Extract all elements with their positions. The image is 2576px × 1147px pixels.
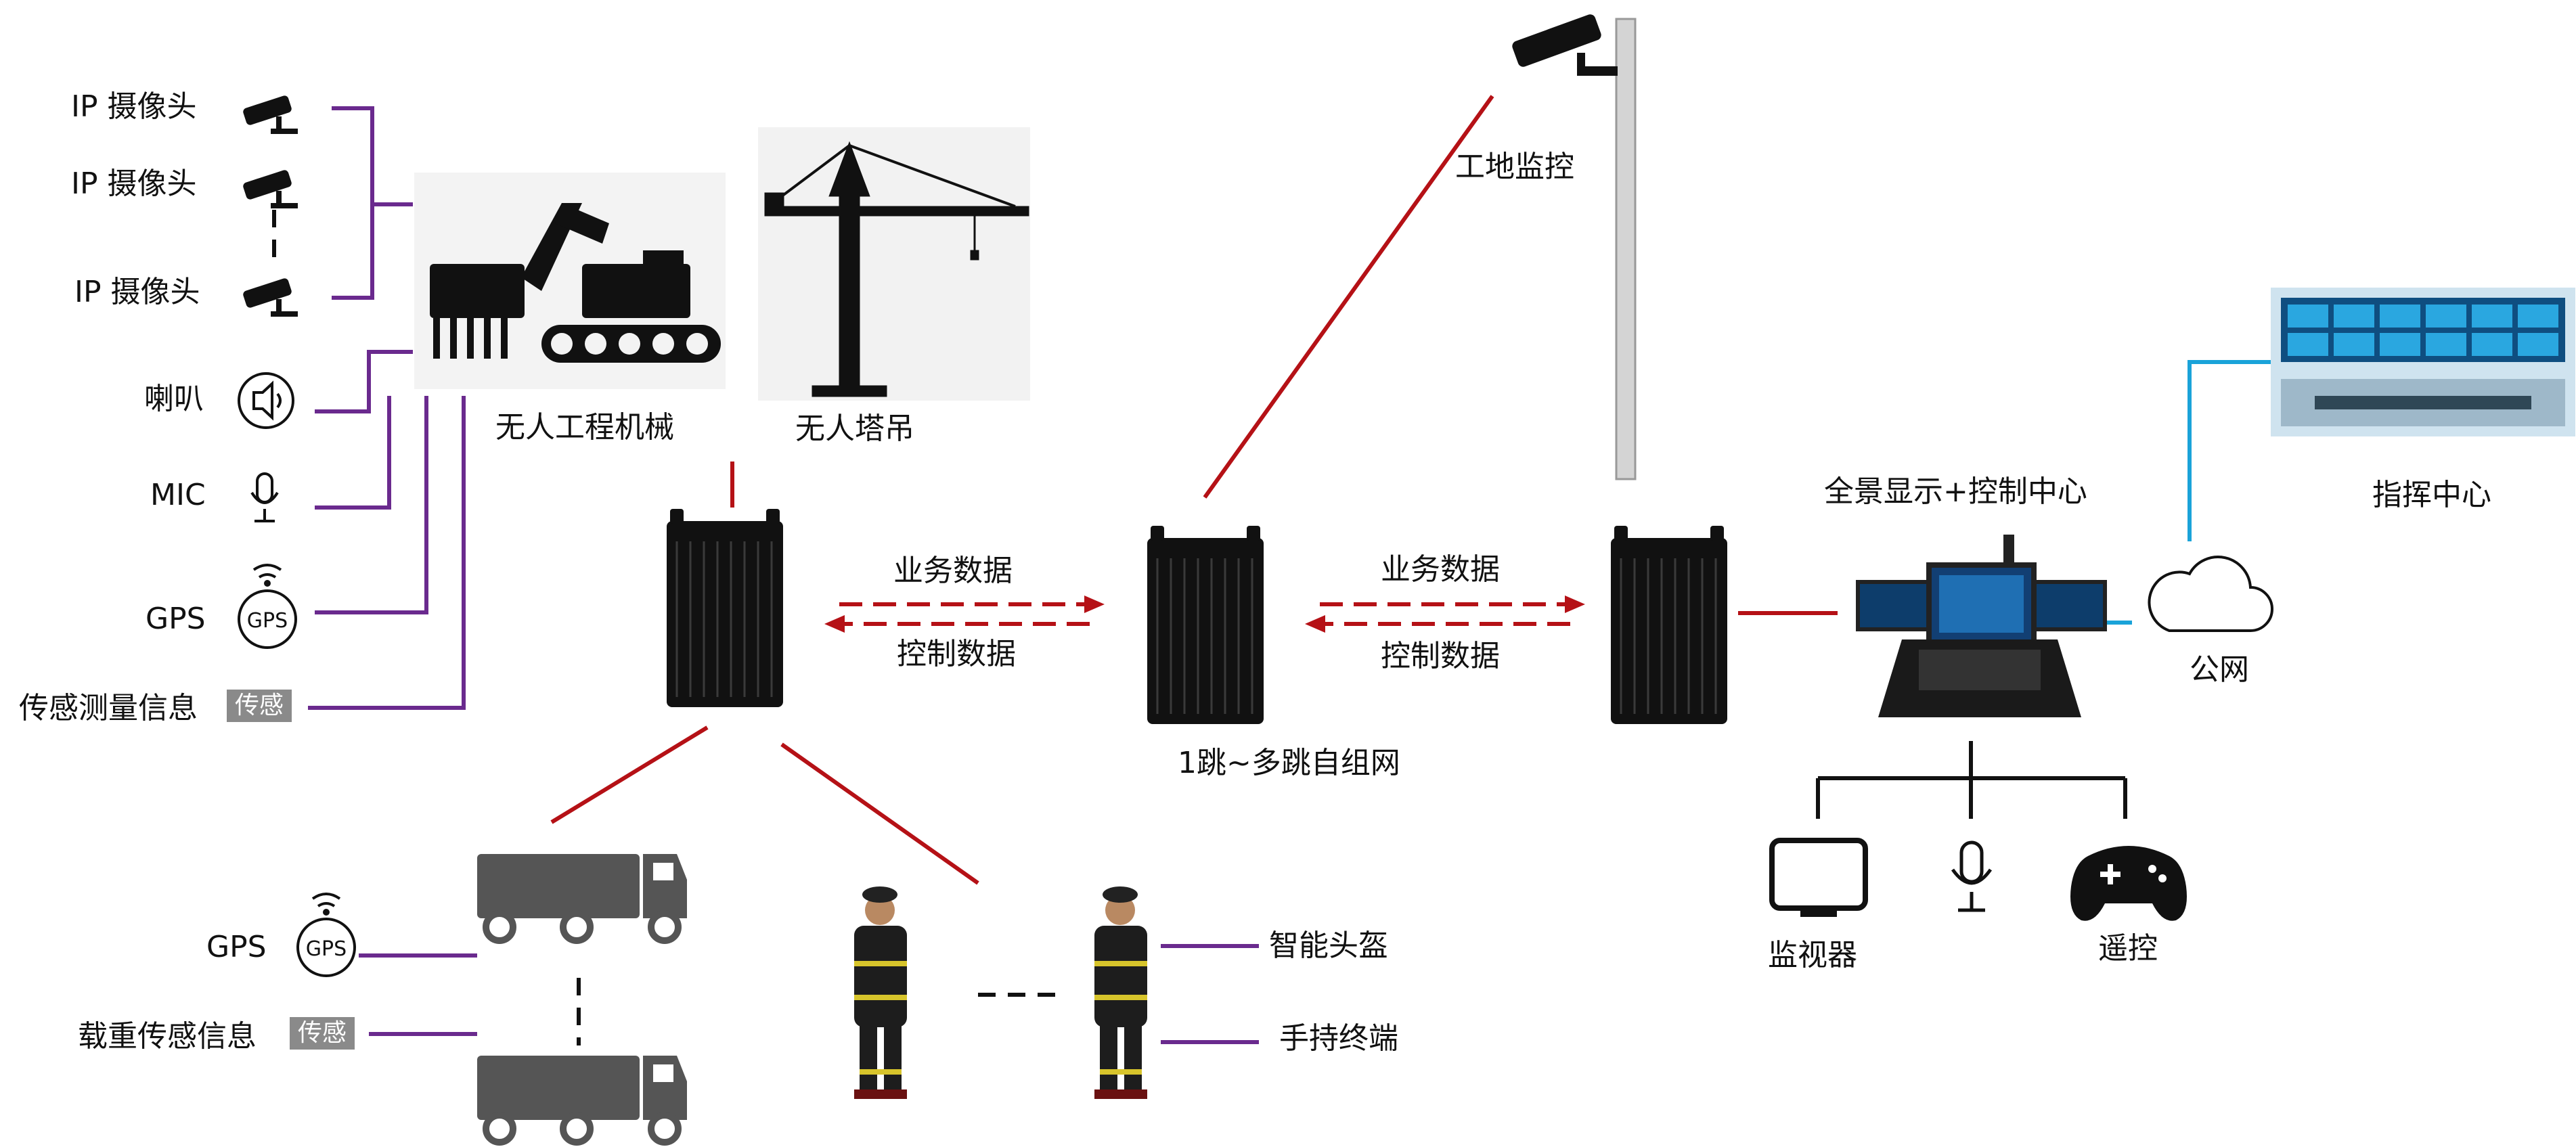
label-monitor: 监视器 <box>1768 938 1857 972</box>
cloud-icon <box>2148 556 2273 632</box>
gps-icon-text: GPS <box>247 609 288 633</box>
purple-connectors <box>308 106 1259 1044</box>
radio-fins <box>675 541 1717 714</box>
monitor-icon <box>1769 838 1868 917</box>
site-pole <box>1615 18 1637 480</box>
label-mesh-network: 1跳~多跳自组网 <box>1178 746 1400 780</box>
label-control-data-1: 控制数据 <box>897 637 1016 671</box>
label-truck-gps: GPS <box>206 930 267 964</box>
truck-icon <box>477 854 687 944</box>
gps-icon-text: GPS <box>306 937 347 961</box>
tower-crane-image <box>758 127 1030 401</box>
label-unmanned-machinery: 无人工程机械 <box>495 410 674 445</box>
mic-icon <box>250 472 279 522</box>
truck-icon <box>477 1056 687 1146</box>
label-ip-camera-3: IP 摄像头 <box>74 275 200 309</box>
radio-unit <box>1611 526 1727 724</box>
label-ip-camera-1: IP 摄像头 <box>71 89 197 124</box>
mic-icon <box>1951 840 1993 912</box>
sensor-tag: 传感 <box>290 1017 355 1050</box>
label-gps: GPS <box>146 602 206 636</box>
camera-icon <box>1512 14 1618 76</box>
firefighter-figure <box>1094 886 1147 1099</box>
label-smart-helmet: 智能头盔 <box>1269 928 1388 963</box>
firefighter-figure <box>854 886 907 1099</box>
label-sensor-info: 传感测量信息 <box>19 691 198 725</box>
sensor-tag: 传感 <box>227 690 292 722</box>
label-control-data-2: 控制数据 <box>1381 639 1500 673</box>
speaker-icon <box>238 372 294 429</box>
camera-icon <box>243 95 298 317</box>
label-command-center: 指挥中心 <box>2372 478 2491 512</box>
label-load-sensor: 载重传感信息 <box>78 1019 257 1054</box>
label-public-network: 公网 <box>2190 652 2249 687</box>
label-ip-camera-2: IP 摄像头 <box>71 166 197 201</box>
arrow-heads <box>824 595 1585 633</box>
gamepad-icon <box>2070 846 2187 921</box>
peripheral-tree <box>1816 741 2127 819</box>
dashed-connectors <box>272 210 1059 1045</box>
radio-unit <box>1147 526 1264 724</box>
excavator-image <box>414 173 726 389</box>
label-remote: 遥控 <box>2098 931 2158 966</box>
label-panorama-control: 全景显示+控制中心 <box>1824 474 2087 509</box>
label-business-data-2: 业务数据 <box>1381 552 1500 587</box>
label-handheld-terminal: 手持终端 <box>1279 1021 1398 1056</box>
red-links <box>550 95 1838 885</box>
gps-icon <box>296 893 356 977</box>
command-center-image <box>2271 288 2575 436</box>
label-business-data-1: 业务数据 <box>893 554 1013 588</box>
control-console-image <box>1856 535 2107 717</box>
label-site-monitoring: 工地监控 <box>1455 150 1574 184</box>
label-unmanned-crane: 无人塔吊 <box>795 411 914 446</box>
label-mic: MIC <box>150 478 206 512</box>
gps-icon <box>238 564 297 649</box>
radio-unit <box>667 509 783 707</box>
label-speaker: 喇叭 <box>144 382 204 416</box>
